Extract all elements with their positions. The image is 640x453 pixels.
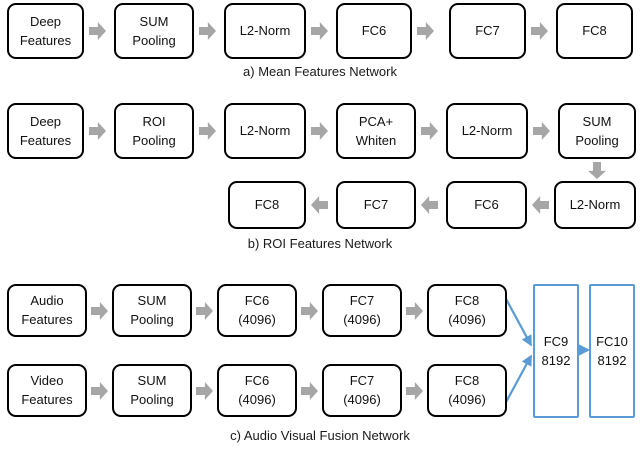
node-c-video-fc8[interactable]: FC8 (4096) — [427, 364, 507, 417]
arrow-right-icon — [417, 22, 434, 40]
node-a-fc8[interactable]: FC8 — [556, 3, 633, 59]
arrow-right-icon — [89, 122, 106, 140]
node-c-audio-fc8[interactable]: FC8 (4096) — [427, 284, 507, 337]
node-b-fc7[interactable]: FC7 — [336, 181, 416, 229]
node-a-fc7[interactable]: FC7 — [449, 3, 526, 59]
node-label-line1: FC8 — [582, 23, 607, 39]
node-label-line1: FC8 — [254, 197, 280, 213]
node-c-fc10[interactable]: FC10 8192 — [589, 284, 635, 418]
arrow-right-icon — [531, 22, 548, 40]
node-label-line1: Deep — [29, 113, 62, 129]
node-label-line1: Video — [30, 373, 64, 389]
node-label-line2: 8192 — [597, 352, 627, 368]
node-label-line1: FC7 — [475, 23, 500, 39]
node-b-l2norm-1[interactable]: L2-Norm — [224, 103, 306, 159]
node-label-line1: FC9 — [543, 333, 569, 349]
node-b-sum-pooling[interactable]: SUM Pooling — [558, 103, 636, 159]
node-c-audio-features[interactable]: Audio Features — [7, 284, 87, 337]
arrow-right-icon — [301, 382, 318, 400]
node-b-fc8[interactable]: FC8 — [228, 181, 306, 229]
caption-a: a) Mean Features Network — [243, 64, 397, 79]
node-label-line1: Audio — [30, 293, 64, 309]
node-c-video-fc7[interactable]: FC7 (4096) — [322, 364, 402, 417]
node-label-line1: L2-Norm — [239, 23, 291, 39]
node-b-l2norm-2[interactable]: L2-Norm — [446, 103, 528, 159]
node-label-line1: FC6 — [361, 23, 387, 39]
node-c-audio-fc7[interactable]: FC7 (4096) — [322, 284, 402, 337]
node-label-line2: Pooling — [132, 32, 176, 48]
node-label-line2: (4096) — [448, 392, 486, 407]
node-a-deep-features[interactable]: Deep Features — [7, 3, 84, 59]
node-b-pca-whiten[interactable]: PCA+ Whiten — [336, 103, 416, 159]
caption-c: c) Audio Visual Fusion Network — [230, 428, 410, 443]
node-b-l2norm-3[interactable]: L2-Norm — [554, 181, 636, 229]
node-label-line1: L2-Norm — [569, 197, 621, 213]
node-a-sum-pooling[interactable]: SUM Pooling — [114, 3, 194, 59]
arrow-down-icon — [588, 162, 606, 179]
node-a-fc6[interactable]: FC6 — [336, 3, 412, 59]
node-label-line2: (4096) — [343, 312, 381, 327]
node-label-line2: Pooling — [130, 312, 174, 327]
node-label-line1: L2-Norm — [461, 123, 513, 139]
arrow-right-icon — [533, 122, 550, 140]
arrow-right-icon — [301, 302, 318, 320]
node-label-line2: Pooling — [132, 132, 176, 148]
node-label-line2: Features — [19, 32, 72, 48]
arrow-left-icon — [421, 196, 438, 214]
node-c-audio-sum-pooling[interactable]: SUM Pooling — [112, 284, 192, 337]
node-label-line2: Whiten — [355, 132, 397, 148]
node-label-line1: SUM — [137, 373, 167, 389]
arrow-left-icon — [532, 196, 549, 214]
node-label-line2: Pooling — [130, 392, 174, 407]
arrow-right-icon — [196, 382, 213, 400]
node-label-line2: Features — [21, 392, 73, 407]
node-label-line2: (4096) — [238, 392, 276, 407]
arrow-right-icon — [421, 122, 438, 140]
node-label-line1: FC8 — [454, 293, 480, 309]
node-label-line2: Pooling — [575, 132, 619, 148]
node-label-line1: L2-Norm — [239, 123, 291, 139]
node-c-audio-fc6[interactable]: FC6 (4096) — [217, 284, 297, 337]
node-c-video-sum-pooling[interactable]: SUM Pooling — [112, 364, 192, 417]
arrow-right-icon — [196, 302, 213, 320]
node-label-line1: Deep — [29, 13, 62, 29]
node-c-video-features[interactable]: Video Features — [7, 364, 87, 417]
arrow-right-icon — [89, 22, 106, 40]
node-label-line2: Features — [21, 312, 73, 327]
node-b-roi-pooling[interactable]: ROI Pooling — [114, 103, 194, 159]
node-label-line2: Features — [19, 132, 72, 148]
arrow-right-icon — [91, 302, 108, 320]
caption-b: b) ROI Features Network — [247, 236, 393, 251]
arrow-right-icon — [91, 382, 108, 400]
node-a-l2norm[interactable]: L2-Norm — [224, 3, 306, 59]
node-label-line1: PCA+ — [358, 113, 394, 129]
node-label-line2: (4096) — [238, 312, 276, 327]
arrow-left-icon — [311, 196, 328, 214]
node-label-line2: (4096) — [343, 392, 381, 407]
node-label-line1: SUM — [139, 13, 169, 29]
node-label-line1: FC7 — [349, 293, 375, 309]
node-label-line2: (4096) — [448, 312, 486, 327]
node-label-line1: FC7 — [349, 373, 375, 389]
arrow-right-icon — [311, 22, 328, 40]
node-label-line1: FC7 — [363, 197, 389, 213]
node-label-line1: FC6 — [244, 293, 270, 309]
node-b-fc6[interactable]: FC6 — [446, 181, 527, 229]
arrow-right-icon — [311, 122, 328, 140]
node-c-fc9[interactable]: FC9 8192 — [533, 284, 579, 418]
arrow-right-icon — [406, 382, 423, 400]
node-label-line1: FC6 — [474, 197, 499, 213]
node-label-line1: FC10 — [596, 333, 628, 349]
node-label-line1: FC8 — [454, 373, 480, 389]
node-label-line1: ROI — [142, 113, 166, 129]
node-label-line1: FC6 — [244, 373, 270, 389]
node-b-deep-features[interactable]: Deep Features — [7, 103, 84, 159]
node-label-line1: SUM — [137, 293, 167, 309]
arrow-right-icon — [199, 122, 216, 140]
arrow-right-icon — [199, 22, 216, 40]
node-label-line1: SUM — [582, 113, 612, 129]
node-label-line2: 8192 — [541, 352, 571, 368]
node-c-video-fc6[interactable]: FC6 (4096) — [217, 364, 297, 417]
arrow-right-icon — [406, 302, 423, 320]
